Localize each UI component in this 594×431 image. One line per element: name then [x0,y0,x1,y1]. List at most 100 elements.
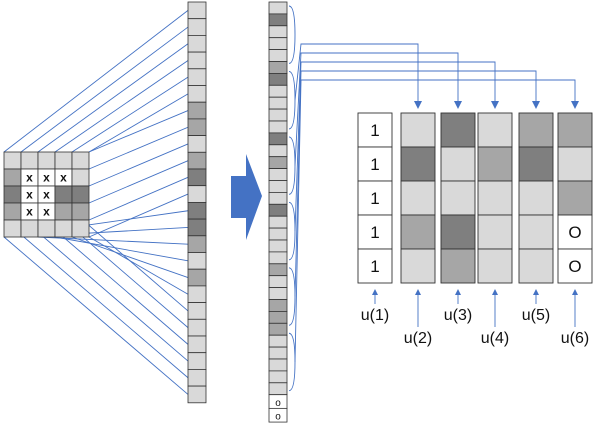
column-cell [268,358,288,372]
column-cell [187,168,207,187]
column-cell [268,120,288,134]
column-cell [187,252,207,270]
matrix-cell [357,248,393,284]
projection-line [3,9,189,153]
grid-cell [54,151,73,170]
column-label: u(3) [444,307,472,324]
column-cell [268,310,288,324]
column-cell [268,37,288,51]
column-cell [268,144,288,158]
grid-mark: x [43,188,50,202]
column-cell [268,251,288,265]
projection-line [20,26,189,153]
projection-line [88,176,189,221]
column-cell [187,185,207,203]
segment-arrow [294,61,499,232]
grid-cell [37,219,56,238]
grid-cell [71,185,90,204]
segment-arrow [294,79,579,362]
matrix-cell [440,112,476,148]
column-cell [268,263,288,277]
column-cell [268,239,288,253]
grid-mark: x [26,171,33,185]
column-cell [268,84,288,98]
matrix-cell-value: O [568,223,581,242]
column-label: u(1) [361,307,389,324]
grid-cell [71,168,90,187]
column-cell [187,201,207,220]
matrix-cell [518,248,554,284]
grid-cell [3,151,22,170]
column-cell [268,322,288,336]
grid-mark: x [26,188,33,202]
grid-cell [71,151,90,170]
grid-cell [37,151,56,170]
big-right-arrow [231,154,262,240]
flattened-column [187,1,207,404]
column-cell [268,96,288,110]
grid-cell [71,202,90,221]
column-cell [187,318,207,337]
projection-line [54,236,189,262]
grid-cell [71,219,90,238]
matrix-cell [518,180,554,216]
projection-line [88,126,189,170]
grid-cell [54,185,73,204]
column-cell [268,203,288,217]
grid-cell [54,202,73,221]
column-cell [268,287,288,300]
column-cell [187,135,207,153]
matrix-cell [557,180,593,216]
segment-bracket [288,5,296,64]
matrix-cell [518,112,554,148]
grid-cell [3,202,22,221]
grid-mark: x [43,171,50,185]
column-cell [268,108,288,122]
projection-line [3,236,189,395]
column-cell [187,352,207,370]
matrix-cell [400,214,436,250]
column-cell [268,299,288,312]
grid-mark: x [60,171,67,185]
column-cell [187,385,207,404]
matrix-cell [440,214,476,250]
grid-cell [3,219,22,238]
segment-arrow [294,52,462,166]
column-cell [268,25,288,39]
projection-line [88,110,189,153]
column-cell [268,1,288,15]
segment-connectors [288,5,579,392]
column-cell [187,302,207,320]
matrix-cell [557,112,593,148]
column-cell [268,191,288,205]
column-cell [268,180,288,193]
column-cell [268,61,288,74]
matrix-cell [357,146,393,182]
segment-arrow [294,43,422,109]
padding-cell [268,407,288,423]
connection-lines [3,9,189,395]
matrix-cell [440,248,476,284]
grid-cell [20,151,39,170]
projection-line [88,160,189,204]
column-cell [268,275,288,289]
column-label: u(6) [561,330,589,347]
matrix-cell [518,146,554,182]
reshaped-column: oo [268,1,288,423]
matrix-cell [400,180,436,216]
column-cell [187,51,207,70]
matrix-cell-value: 1 [370,223,379,242]
grid-mark: x [26,205,33,219]
matrix-cell [557,146,593,182]
grid-cell [3,185,22,204]
matrix-cell [400,146,436,182]
projection-line [54,60,189,153]
column-cell [187,235,207,253]
column-label: u(5) [522,307,550,324]
matrix-cell [357,112,393,148]
column-cell [187,118,207,137]
segment-bracket [288,136,296,195]
